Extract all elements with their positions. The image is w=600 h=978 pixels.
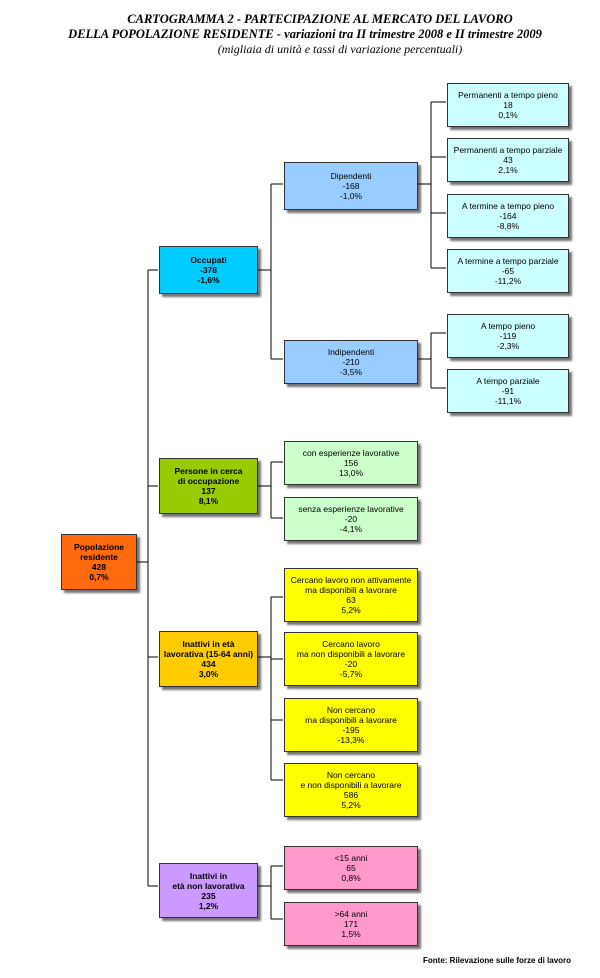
node-rate: -13,3% <box>337 735 365 745</box>
node-rate: 0,1% <box>498 110 518 120</box>
node-label: Permanenti a tempo parziale <box>453 145 563 155</box>
node-label: A termine a tempo pieno <box>461 201 555 211</box>
node-over-64: >64 anni 171 1,5% <box>284 902 418 946</box>
node-value: -20 <box>344 514 358 524</box>
node-rate: -8,8% <box>496 221 520 231</box>
node-label: Inattivi in età non lavorativa <box>172 870 245 891</box>
node-rate: 1,2% <box>198 900 219 911</box>
node-con-esperienze: con esperienze lavorative 156 13,0% <box>284 441 418 485</box>
node-rate: 2,1% <box>498 165 518 175</box>
node-rate: -3,5% <box>339 367 363 377</box>
node-rate: -1,0% <box>339 191 363 201</box>
node-rate: 1,5% <box>341 929 361 939</box>
node-rate: 5,2% <box>341 800 361 810</box>
node-rate: -11,2% <box>494 276 522 286</box>
chart-subtitle: (migliaia di unità e tassi di variazione… <box>217 42 463 56</box>
node-rate: 3,0% <box>198 669 219 679</box>
node-label: Persone in cerca di occupazione <box>174 466 243 486</box>
node-value: -168 <box>342 181 360 191</box>
node-termine-tempo-parziale: A termine a tempo parziale -65 -11,2% <box>447 249 569 293</box>
node-label: Occupati <box>190 255 227 265</box>
node-popolazione-residente: Popolazione residente 428 0,7% <box>61 534 137 590</box>
node-senza-esperienze: senza esperienze lavorative -20 -4,1% <box>284 497 418 541</box>
node-rate: 8,1% <box>198 496 219 506</box>
node-rate: -2,3% <box>496 341 520 351</box>
node-value: -195 <box>342 725 360 735</box>
node-inattivi-eta-non-lavorativa: Inattivi in età non lavorativa 235 1,2% <box>159 863 258 918</box>
node-label: Permanenti a tempo pieno <box>458 90 558 100</box>
node-label: Non cercano e non disponibili a lavorare <box>300 770 402 790</box>
node-under-15: <15 anni 65 0,8% <box>284 846 418 890</box>
node-value: -91 <box>501 386 515 396</box>
node-rate: 0,7% <box>89 572 109 582</box>
node-rate: 13,0% <box>338 468 364 478</box>
node-rate: -11,1% <box>494 396 522 406</box>
chart-title-line2: DELLA POPOLAZIONE RESIDENTE - variazioni… <box>68 27 542 41</box>
node-value: 18 <box>503 100 513 110</box>
node-value: 235 <box>201 890 216 901</box>
node-termine-tempo-pieno: A termine a tempo pieno -164 -8,8% <box>447 194 569 238</box>
node-label: Popolazione residente <box>73 542 125 562</box>
node-label: Dipendenti <box>330 171 372 181</box>
node-label: A tempo pieno <box>480 321 536 331</box>
node-dipendenti: Dipendenti -168 -1,0% <box>284 162 418 210</box>
node-value: -164 <box>499 211 517 221</box>
node-ind-tempo-pieno: A tempo pieno -119 -2,3% <box>447 314 569 358</box>
node-label: Inattivi in età lavorativa (15-64 anni) <box>163 639 254 659</box>
node-label: Non cercano ma disponibili a lavorare <box>305 705 397 725</box>
node-cercano-non-attivamente: Cercano lavoro non attivamente ma dispon… <box>284 568 418 622</box>
node-rate: 5,2% <box>341 605 361 615</box>
node-label: A tempo parziale <box>476 376 540 386</box>
node-rate: -1,6% <box>197 275 220 285</box>
node-indipendenti: Indipendenti -210 -3,5% <box>284 340 418 384</box>
node-label: Cercano lavoro ma non disponibili a lavo… <box>296 639 406 659</box>
node-value: 171 <box>343 919 359 929</box>
source-note: Fonte: Rilevazione sulle forze di lavoro <box>423 956 572 965</box>
node-occupati: Occupati -378 -1,6% <box>159 246 258 294</box>
node-inattivi-eta-lavorativa: Inattivi in età lavorativa (15-64 anni) … <box>159 631 258 687</box>
node-value: 65 <box>346 863 356 873</box>
node-rate: -4,1% <box>339 524 363 534</box>
node-label: senza esperienze lavorative <box>298 504 404 514</box>
node-value: 156 <box>343 458 359 468</box>
node-permanenti-tempo-parziale: Permanenti a tempo parziale 43 2,1% <box>447 138 569 182</box>
node-label: A termine a tempo parziale <box>457 256 559 266</box>
node-persone-in-cerca: Persone in cerca di occupazione 137 8,1% <box>159 458 258 514</box>
node-label: >64 anni <box>334 909 368 919</box>
node-label: <15 anni <box>334 853 368 863</box>
node-value: 434 <box>201 659 216 669</box>
node-value: 63 <box>346 595 356 605</box>
node-non-cercano-non-disponibili: Non cercano e non disponibili a lavorare… <box>284 763 418 817</box>
node-label: Cercano lavoro non attivamente ma dispon… <box>290 575 412 595</box>
node-value: -20 <box>344 659 358 669</box>
node-label: Indipendenti <box>327 347 375 357</box>
node-value: 43 <box>503 155 513 165</box>
node-value: -119 <box>499 331 517 341</box>
node-rate: 0,8% <box>341 873 361 883</box>
node-cercano-non-disponibili: Cercano lavoro ma non disponibili a lavo… <box>284 632 418 686</box>
node-label: con esperienze lavorative <box>302 448 400 458</box>
node-value: 137 <box>201 486 216 496</box>
chart-title-line1: CARTOGRAMMA 2 - PARTECIPAZIONE AL MERCAT… <box>127 12 513 26</box>
node-permanenti-tempo-pieno: Permanenti a tempo pieno 18 0,1% <box>447 83 569 127</box>
node-value: -378 <box>199 265 217 275</box>
node-rate: -5,7% <box>339 669 363 679</box>
node-value: -210 <box>342 357 360 367</box>
node-value: 586 <box>343 790 359 800</box>
node-value: 428 <box>91 562 107 572</box>
node-non-cercano-disponibili: Non cercano ma disponibili a lavorare -1… <box>284 698 418 752</box>
node-value: -65 <box>501 266 515 276</box>
node-ind-tempo-parziale: A tempo parziale -91 -11,1% <box>447 369 569 413</box>
